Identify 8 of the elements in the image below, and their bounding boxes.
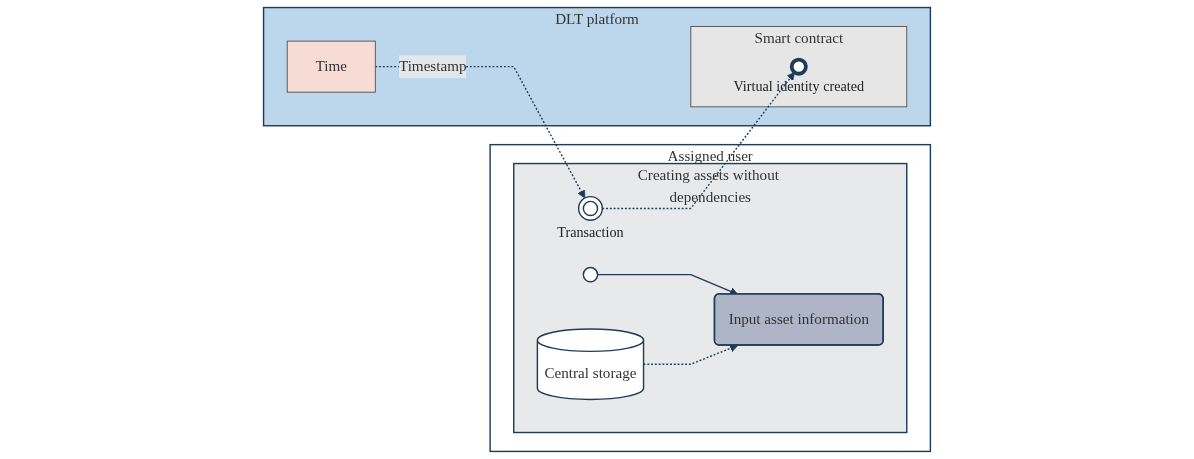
event-caption: Virtual identity created	[733, 77, 865, 94]
event-caption: Transaction	[557, 224, 624, 241]
node-box: Time	[286, 40, 376, 93]
node-circle	[789, 57, 808, 76]
node-circle	[577, 195, 603, 221]
arrow	[642, 344, 739, 365]
edge-label: Timestamp	[398, 58, 467, 75]
node-circle	[582, 266, 599, 283]
